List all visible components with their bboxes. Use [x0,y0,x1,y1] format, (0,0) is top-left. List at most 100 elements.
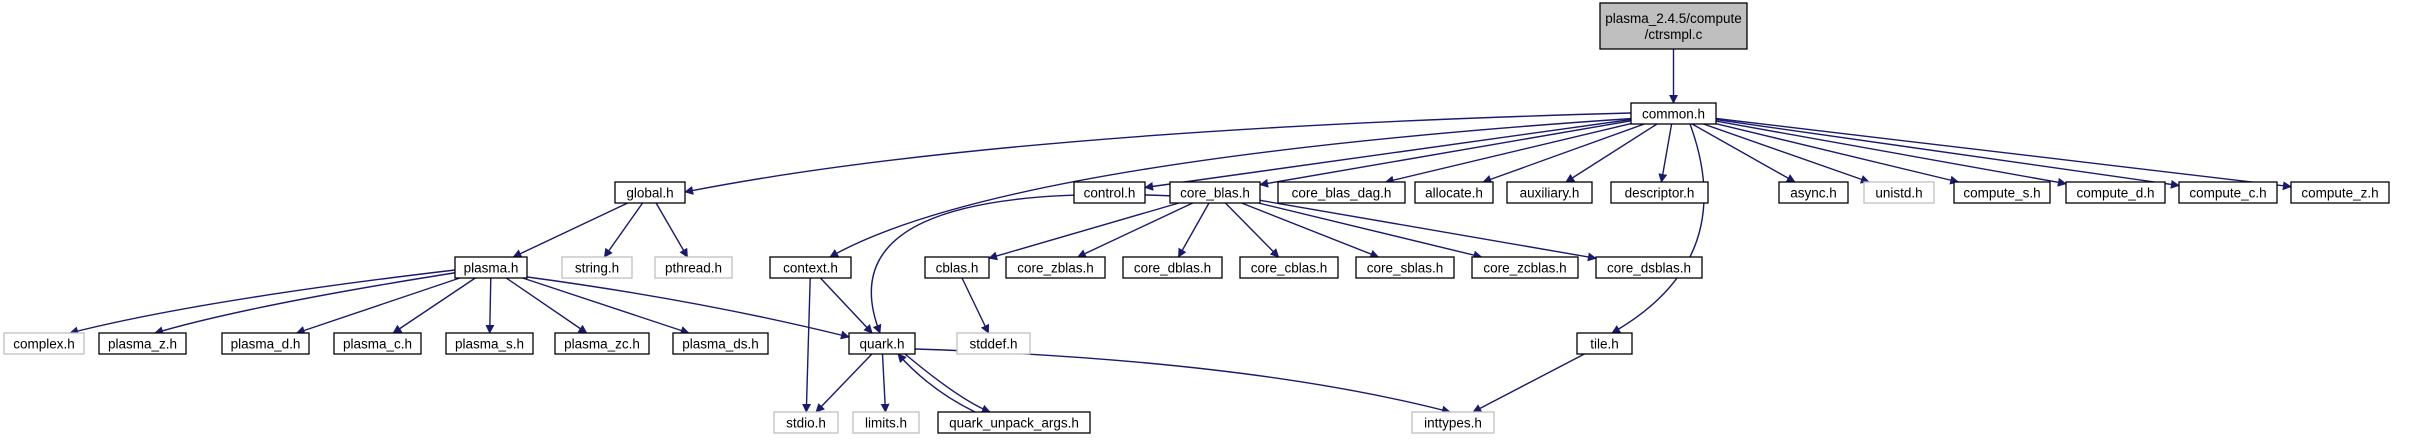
node-box[interactable] [1122,256,1223,279]
node-global[interactable]: global.h [614,181,686,204]
node-box[interactable] [1239,256,1339,279]
node-plasma[interactable]: plasma.h [454,256,528,279]
node-box[interactable] [769,256,852,279]
edge-core_blas-to-core_dsblas [1259,199,1597,262]
node-box[interactable] [221,332,310,355]
node-box[interactable] [1863,181,1935,204]
node-plasma-d[interactable]: plasma_d.h [221,332,310,355]
node-compute-c[interactable]: compute_c.h [2178,181,2278,204]
node-label: unistd.h [1875,186,1922,201]
node-core-zblas[interactable]: core_zblas.h [1005,256,1106,279]
node-compute-d[interactable]: compute_d.h [2065,181,2166,204]
node-core-blas[interactable]: core_blas.h [1169,181,1261,204]
node-common[interactable]: common.h [1630,102,1717,125]
node-box[interactable] [956,332,1031,355]
node-label: string.h [575,261,619,276]
node-box[interactable] [924,256,990,279]
node-box[interactable] [1599,2,1748,50]
node-core-cblas[interactable]: core_cblas.h [1239,256,1339,279]
edge-core_blas-to-cblas [988,202,1180,261]
node-box[interactable] [2065,181,2166,204]
node-box[interactable] [1073,181,1146,204]
node-box[interactable] [1610,181,1709,204]
node-stddef[interactable]: stddef.h [956,332,1031,355]
node-core-dsblas[interactable]: core_dsblas.h [1595,256,1703,279]
node-label: quark.h [859,337,904,352]
node-box[interactable] [561,256,633,279]
node-box[interactable] [554,332,650,355]
node-tile[interactable]: tile.h [1576,332,1633,355]
node-core-blas-dag[interactable]: core_blas_dag.h [1277,181,1406,204]
node-box[interactable] [1277,181,1406,204]
node-complex[interactable]: complex.h [3,332,85,355]
node-cblas[interactable]: cblas.h [924,256,990,279]
node-auxiliary[interactable]: auxiliary.h [1506,181,1593,204]
node-box[interactable] [937,411,1091,434]
node-allocate[interactable]: allocate.h [1414,181,1494,204]
node-box[interactable] [1630,102,1717,125]
node-box[interactable] [1595,256,1703,279]
node-inttypes[interactable]: inttypes.h [1411,411,1495,434]
node-box[interactable] [1471,256,1579,279]
node-string[interactable]: string.h [561,256,633,279]
node-box[interactable] [852,411,920,434]
node-box[interactable] [1506,181,1593,204]
node-plasma-ds[interactable]: plasma_ds.h [672,332,769,355]
node-plasma-s[interactable]: plasma_s.h [445,332,534,355]
node-core-dblas[interactable]: core_dblas.h [1122,256,1223,279]
node-unistd[interactable]: unistd.h [1863,181,1935,204]
edge-plasma-to-plasma_c [392,277,476,334]
node-limits[interactable]: limits.h [852,411,920,434]
node-stdio[interactable]: stdio.h [773,411,839,434]
node-label: pthread.h [665,261,722,276]
node-box[interactable] [333,332,422,355]
node-plasma-c[interactable]: plasma_c.h [333,332,422,355]
node-async[interactable]: async.h [1778,181,1849,204]
node-box[interactable] [614,181,686,204]
node-pthread[interactable]: pthread.h [654,256,733,279]
node-core-zcblas[interactable]: core_zcblas.h [1471,256,1579,279]
edge-plasma-to-plasma_z [154,271,461,336]
edge-core_blas-to-core_cblas [1224,202,1280,258]
node-plasma-z[interactable]: plasma_z.h [98,332,187,355]
node-plasma-zc[interactable]: plasma_zc.h [554,332,650,355]
node-box[interactable] [2178,181,2278,204]
node-box[interactable] [1411,411,1495,434]
node-box[interactable] [454,256,528,279]
edge-plasma-to-quark [519,275,850,340]
node-compute-s[interactable]: compute_s.h [1953,181,2051,204]
edge-common-to-core_blas [1259,120,1632,188]
node-root[interactable]: plasma_2.4.5/compute/ctrsmpl.c [1599,2,1748,50]
node-core-sblas[interactable]: core_sblas.h [1355,256,1455,279]
edge-common-to-async [1691,123,1796,183]
node-box[interactable] [2290,181,2390,204]
node-compute-z[interactable]: compute_z.h [2290,181,2390,204]
node-quark[interactable]: quark.h [848,332,916,355]
edge-common-to-core_blas_dag [1384,122,1632,185]
node-box[interactable] [672,332,769,355]
edge-plasma-to-plasma_ds [522,277,690,335]
node-box[interactable] [848,332,916,355]
node-label: core_sblas.h [1367,261,1444,276]
node-box[interactable] [445,332,534,355]
node-box[interactable] [98,332,187,355]
node-box[interactable] [1953,181,2051,204]
node-box[interactable] [1005,256,1106,279]
node-box[interactable] [1169,181,1261,204]
node-label: inttypes.h [1424,416,1482,431]
node-label: tile.h [1590,337,1619,352]
node-context[interactable]: context.h [769,256,852,279]
node-label: allocate.h [1425,186,1483,201]
node-box[interactable] [654,256,733,279]
node-box[interactable] [3,332,85,355]
node-control[interactable]: control.h [1073,181,1146,204]
node-descriptor[interactable]: descriptor.h [1610,181,1709,204]
node-quark-unpack[interactable]: quark_unpack_args.h [937,411,1091,434]
node-box[interactable] [1576,332,1633,355]
node-box[interactable] [1355,256,1455,279]
node-box[interactable] [773,411,839,434]
node-box[interactable] [1414,181,1494,204]
node-box[interactable] [1778,181,1849,204]
node-label: core_zblas.h [1017,261,1094,276]
